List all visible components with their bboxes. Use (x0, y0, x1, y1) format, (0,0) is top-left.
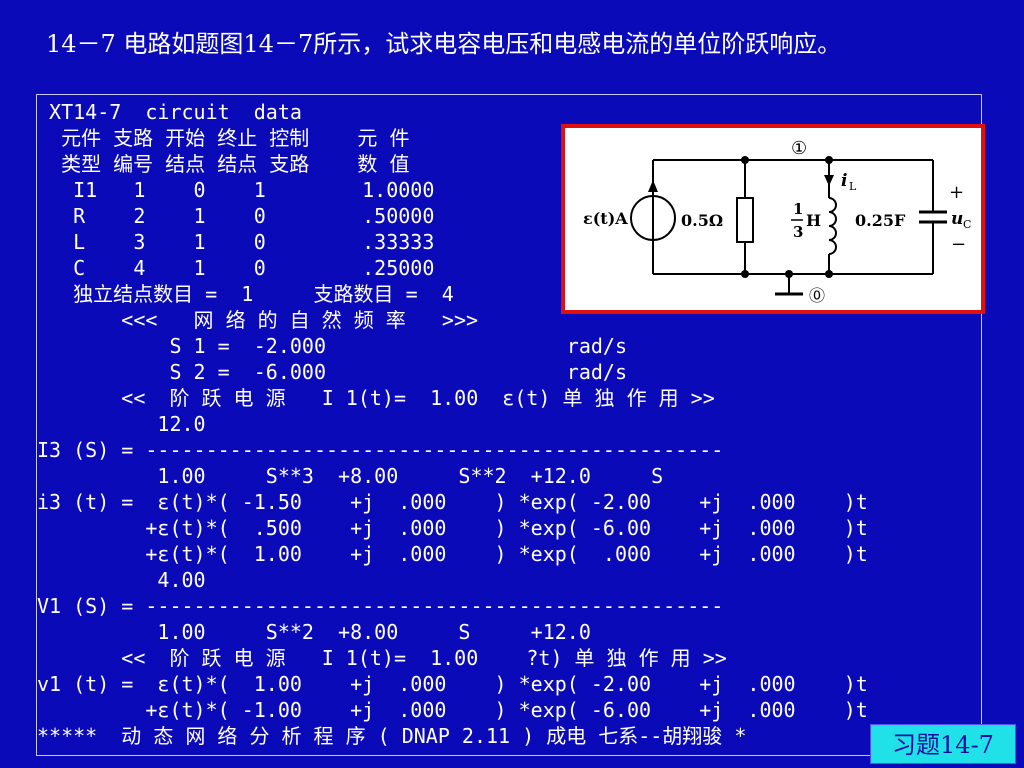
console-line: C 4 1 0 .25000 (37, 256, 435, 280)
inductor-icon (828, 197, 837, 255)
console-line: XT14-7 circuit data (37, 100, 302, 124)
current-arrow-icon (824, 175, 834, 186)
console-line: S 1 = -2.000 rad/s (37, 334, 628, 358)
junction-dot (825, 156, 833, 164)
console-line: 类型 编号 结点 结点 支路 数 值 (37, 152, 410, 176)
capacitor-label: 0.25F (855, 211, 906, 230)
current-sub-label: L (849, 180, 857, 193)
console-line: S 2 = -6.000 rad/s (37, 360, 628, 384)
source-arrow-icon (648, 180, 658, 192)
circuit-svg: ① ⓪ ε(t)A 0.5Ω 1 3 H i L 0.25F + u C − (583, 138, 971, 305)
voltage-label: u (951, 209, 963, 229)
console-line: 元件 支路 开始 终止 控制 元 件 (37, 126, 410, 150)
console-line: +ε(t)*( 1.00 +j .000 ) *exp( .000 +j .00… (37, 542, 868, 566)
console-line: << 阶 跃 电 源 I 1(t)= 1.00 ?t) 单 独 作 用 >> (37, 646, 727, 670)
current-label: i (841, 171, 847, 191)
console-line: 独立结点数目 = 1 支路数目 = 4 (37, 282, 454, 306)
console-line: +ε(t)*( .500 +j .000 ) *exp( -6.00 +j .0… (37, 516, 868, 540)
minus-sign: − (951, 234, 966, 255)
circuit-diagram: ① ⓪ ε(t)A 0.5Ω 1 3 H i L 0.25F + u C − (561, 124, 985, 314)
console-line: <<< 网 络 的 自 然 频 率 >>> (37, 308, 479, 332)
console-line: 1.00 S**2 +8.00 S +12.0 (37, 620, 591, 644)
node-0-label: ⓪ (809, 286, 825, 305)
console-line: i3 (t) = ε(t)*( -1.50 +j .000 ) *exp( -2… (37, 490, 868, 514)
resistor-icon (736, 197, 754, 243)
console-line: v1 (t) = ε(t)*( 1.00 +j .000 ) *exp( -2.… (37, 672, 868, 696)
inductor-num-label: 1 (793, 200, 803, 218)
console-line: << 阶 跃 电 源 I 1(t)= 1.00 ε(t) 单 独 作 用 >> (37, 386, 715, 410)
console-line: R 2 1 0 .50000 (37, 204, 435, 228)
console-line: 12.0 (37, 412, 206, 436)
console-line: I1 1 0 1 1.0000 (37, 178, 435, 202)
inductor-den-label: 3 (793, 223, 803, 241)
console-line: 1.00 S**3 +8.00 S**2 +12.0 S (37, 464, 664, 488)
junction-dot (741, 156, 749, 164)
console-line: L 3 1 0 .33333 (37, 230, 435, 254)
junction-dot (825, 270, 833, 278)
slide-tag-button[interactable]: 习题14-7 (870, 724, 1016, 764)
slide-title: 14－7 电路如题图14－7所示，试求电容电压和电感电流的单位阶跃响应。 (46, 30, 842, 58)
junction-dot (785, 270, 793, 278)
voltage-sub-label: C (963, 218, 971, 231)
source-label: ε(t)A (583, 209, 628, 228)
inductor-unit-label: H (806, 211, 821, 230)
console-output: XT14-7 circuit data 元件 支路 开始 终止 控制 元 件 类… (36, 94, 982, 756)
console-line: I3 (S) = -------------------------------… (37, 438, 724, 462)
console-line: V1 (S) = -------------------------------… (37, 594, 724, 618)
node-1-label: ① (791, 138, 807, 159)
console-line: ***** 动 态 网 络 分 析 程 序 ( DNAP 2.11 ) 成电 七… (37, 724, 747, 748)
plus-sign: + (949, 182, 964, 203)
console-line: +ε(t)*( -1.00 +j .000 ) *exp( -6.00 +j .… (37, 698, 868, 722)
resistor-label: 0.5Ω (681, 211, 723, 230)
junction-dot (741, 270, 749, 278)
console-line: 4.00 (37, 568, 206, 592)
